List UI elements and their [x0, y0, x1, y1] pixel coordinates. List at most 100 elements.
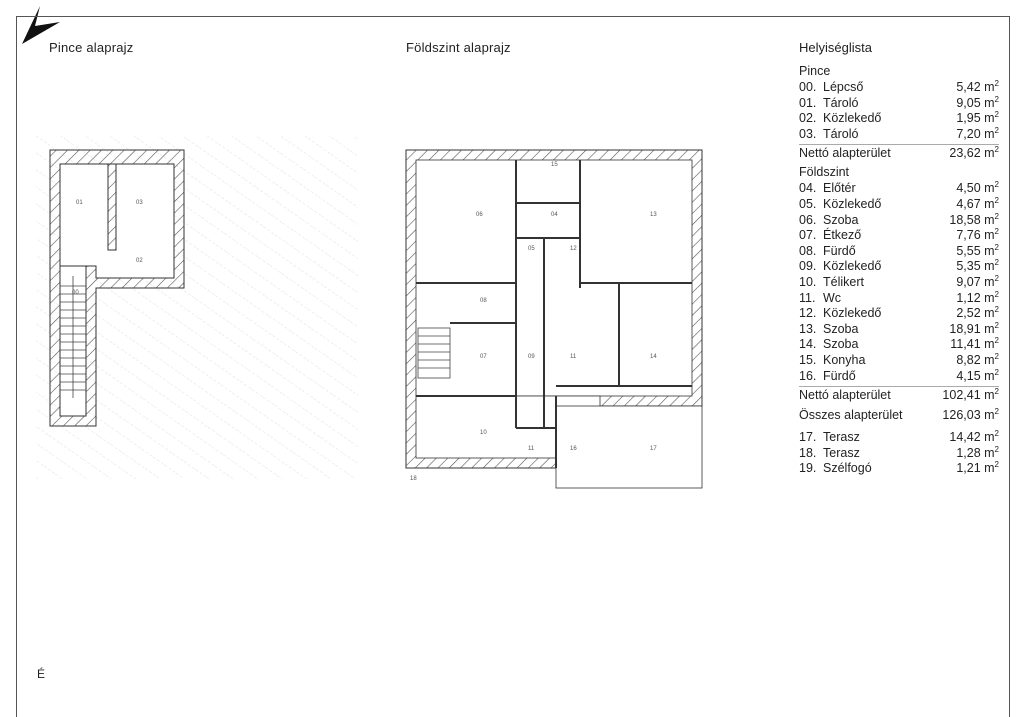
room-name: Közlekedő [823, 306, 882, 321]
room-area: 18,91 m2 [949, 321, 999, 338]
area-unit: m [980, 274, 995, 289]
area-value: 2,52 [956, 306, 981, 321]
area-value: 7,76 [956, 228, 981, 243]
room-area: 2,52 m2 [956, 304, 999, 322]
room-row: 12. Közlekedő 2,52 m2 [799, 304, 999, 322]
area-value: 4,50 [956, 181, 981, 196]
room-label: 05 [528, 246, 535, 252]
room-number: 03. [799, 126, 817, 141]
room-name-cell: 00. Lépcső [799, 80, 863, 96]
staircase [60, 276, 86, 398]
area-value: 1,28 [956, 445, 981, 460]
area-value: 5,42 [956, 80, 981, 94]
area-unit-exponent: 2 [994, 460, 999, 470]
terrace [555, 405, 703, 489]
area-unit: m [980, 321, 995, 336]
room-name-cell: 15.Konyha [799, 353, 865, 369]
area-unit-exponent: 2 [994, 180, 999, 190]
net-area-label: Nettó alapterület [799, 146, 891, 161]
area-value: 4,67 [956, 196, 981, 211]
area-value: 5,55 [956, 243, 981, 258]
room-name-cell: 12. Közlekedő [799, 306, 881, 322]
area-unit-exponent: 2 [994, 304, 999, 314]
area-unit: m [980, 352, 995, 367]
room-name: Tároló [823, 126, 859, 141]
area-unit-exponent: 2 [994, 78, 999, 88]
area-value: 102,41 [942, 388, 981, 403]
room-area: 1,28 m2 [956, 445, 999, 462]
staircase [417, 327, 451, 379]
area-unit: m [980, 461, 995, 476]
area-value: 8,82 [956, 352, 981, 367]
room-area: 14,42 m2 [949, 428, 999, 446]
area-value: 9,05 [956, 95, 981, 110]
room-area: 1,95 m2 [956, 111, 999, 127]
room-label: 01 [76, 200, 83, 206]
area-unit: m [980, 196, 995, 211]
area-value: 11,41 [950, 337, 981, 352]
room-area: 1,21 m2 [956, 461, 999, 477]
room-name: Szoba [823, 321, 859, 336]
room-name: Konyha [823, 352, 866, 367]
room-number: 19. [799, 461, 817, 476]
group-title: Pince [799, 64, 831, 78]
room-name: Lépcső [823, 80, 864, 94]
room-name-cell: 02.Közlekedő [799, 111, 881, 127]
room-name-cell: 11. Wc [799, 291, 841, 307]
area-unit: m [980, 126, 995, 141]
room-name: Étkező [823, 228, 862, 243]
area-unit-exponent: 2 [994, 367, 999, 377]
room-name-cell: 19. Szélfogó [799, 461, 872, 477]
room-area: 4,67 m2 [956, 196, 999, 213]
room-number: 12. [799, 306, 817, 321]
room-number: 08. [799, 243, 817, 258]
room-label: 16 [570, 446, 577, 452]
area-unit-exponent: 2 [994, 125, 999, 135]
room-number: 09. [799, 259, 817, 274]
room-number: 18. [799, 445, 817, 460]
room-label: 03 [136, 200, 143, 206]
area-unit: m [980, 111, 995, 126]
room-number: 11. [799, 290, 816, 305]
area-unit: m [980, 243, 995, 258]
room-label: 06 [476, 212, 483, 218]
room-number: 04. [799, 181, 817, 196]
room-row: 13.Szoba 18,91 m2 [799, 321, 999, 338]
room-area: 4,15 m2 [956, 367, 999, 385]
room-name: Szoba [823, 212, 859, 227]
room-area: 5,35 m2 [956, 259, 999, 275]
area-unit-exponent: 2 [994, 258, 999, 268]
room-area: 9,07 m2 [956, 274, 999, 291]
area-unit: m [980, 430, 995, 445]
room-area: 7,76 m2 [956, 228, 999, 244]
room-number: 00. [799, 80, 817, 94]
room-name: Szélfogó [823, 461, 872, 476]
room-name-cell: 01.Tároló [799, 96, 858, 112]
room-name: Közlekedő [823, 259, 882, 274]
pince-plan-title: Pince alaprajz [49, 40, 134, 55]
room-label: 12 [570, 246, 577, 252]
area-value: 1,21 [956, 461, 981, 476]
room-number: 02. [799, 111, 817, 126]
room-area: 4,50 m2 [956, 181, 999, 197]
room-label: 13 [650, 212, 657, 218]
room-number: 10. [799, 274, 817, 289]
area-unit-exponent: 2 [994, 428, 999, 438]
area-value: 7,20 [956, 126, 981, 141]
room-name-cell: 14.Szoba [799, 337, 858, 353]
room-name: Wc [823, 290, 842, 305]
room-area: 126,03 m2 [942, 406, 999, 424]
room-label: 08 [480, 298, 487, 304]
room-name-cell: 16.Fürdő [799, 369, 856, 385]
room-label: 17 [650, 446, 657, 452]
room-name: Tároló [823, 95, 859, 110]
room-name-cell: 13.Szoba [799, 322, 858, 338]
area-value: 18,58 [949, 212, 981, 227]
